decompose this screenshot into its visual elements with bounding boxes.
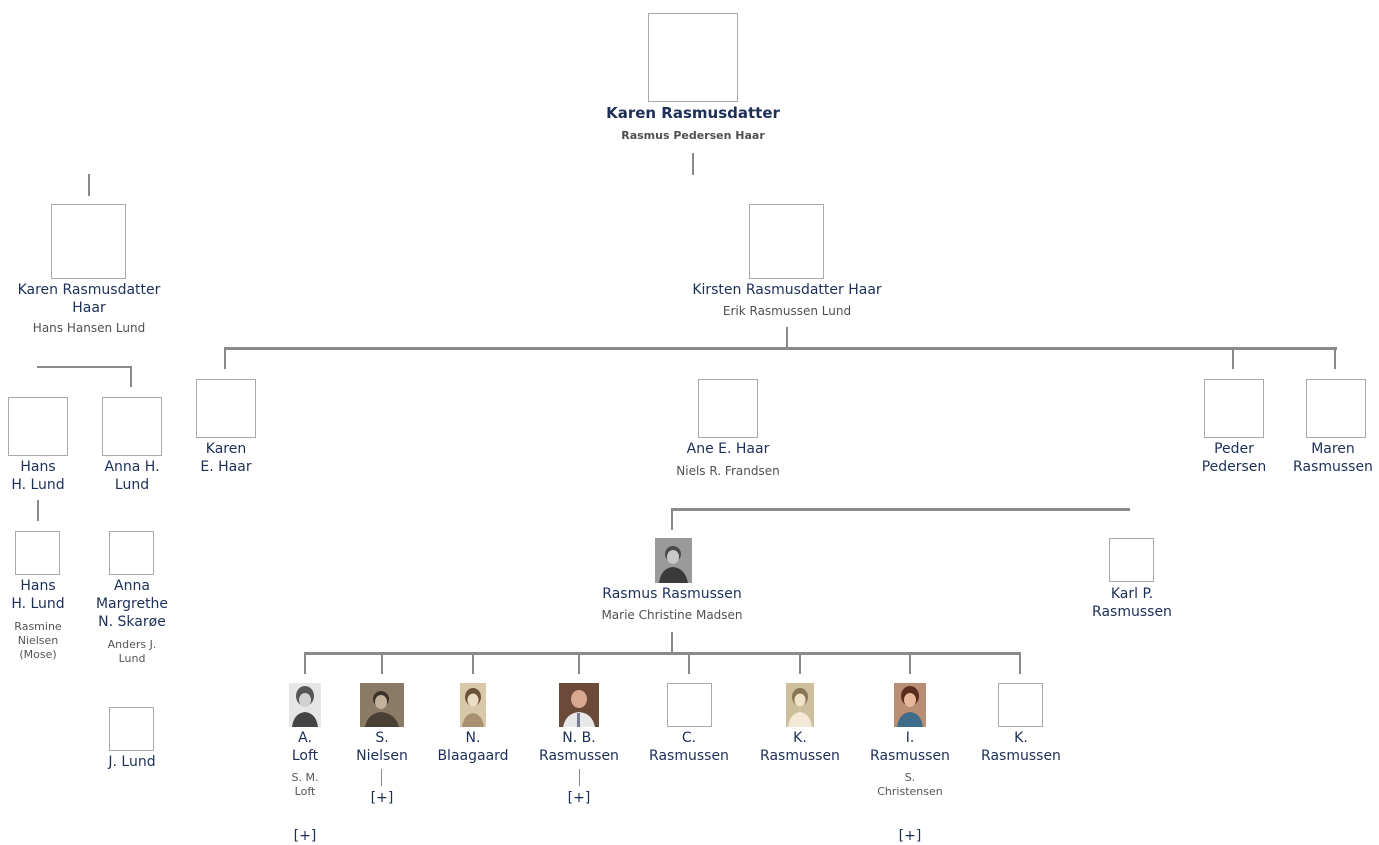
expand-button[interactable]: [+] bbox=[567, 790, 591, 806]
child-photo-placeholder[interactable] bbox=[1306, 379, 1366, 438]
left-person-name[interactable]: Karen Rasmusdatter Haar bbox=[17, 282, 161, 316]
connector-line bbox=[381, 769, 382, 786]
person-name[interactable]: Rasmus Rasmussen bbox=[602, 586, 742, 602]
person-name[interactable]: C. Rasmussen bbox=[649, 730, 729, 764]
connector-line bbox=[1334, 347, 1336, 369]
child-photo-placeholder[interactable] bbox=[1204, 379, 1264, 438]
main-person-name[interactable]: Kirsten Rasmusdatter Haar bbox=[692, 282, 882, 298]
connector-line bbox=[1232, 347, 1234, 369]
main-person-spouse[interactable]: Erik Rasmussen Lund bbox=[722, 304, 852, 318]
expand-button[interactable]: [+] bbox=[293, 828, 317, 844]
left-child-photo-placeholder[interactable] bbox=[102, 397, 162, 456]
main-person-photo-placeholder[interactable] bbox=[749, 204, 824, 279]
left-grandchild-photo-placeholder[interactable] bbox=[15, 531, 60, 575]
root-spouse-name[interactable]: Rasmus Pedersen Haar bbox=[621, 129, 765, 142]
person-name[interactable]: I. Rasmussen bbox=[870, 730, 950, 764]
person-photo[interactable] bbox=[360, 683, 404, 727]
left-grandchild-name[interactable]: J. Lund bbox=[108, 754, 156, 770]
connector-line bbox=[799, 652, 801, 674]
connector-line bbox=[671, 508, 673, 530]
person-photo-placeholder[interactable] bbox=[1109, 538, 1154, 582]
person-spouse[interactable]: Marie Christine Madsen bbox=[601, 608, 743, 622]
connector-line bbox=[304, 652, 306, 674]
person-photo[interactable] bbox=[559, 683, 599, 727]
connector-line bbox=[381, 652, 383, 674]
connector-line bbox=[578, 652, 580, 674]
person-name[interactable]: A. Loft bbox=[291, 730, 319, 764]
left-grandchild-photo-placeholder[interactable] bbox=[109, 531, 154, 575]
root-person-name[interactable]: Karen Rasmusdatter bbox=[606, 104, 780, 122]
root-photo-placeholder[interactable] bbox=[648, 13, 738, 102]
connector-line bbox=[472, 652, 474, 674]
person-spouse[interactable]: S. M. Loft bbox=[291, 771, 319, 798]
child-name[interactable]: Karen E. Haar bbox=[200, 441, 252, 475]
connector-line bbox=[692, 153, 694, 175]
connector-line bbox=[671, 632, 673, 653]
left-grandchild-name[interactable]: Hans H. Lund bbox=[11, 578, 65, 612]
connector-line bbox=[37, 366, 132, 368]
person-name[interactable]: N. Blaagaard bbox=[437, 730, 509, 764]
child-photo-placeholder[interactable] bbox=[196, 379, 256, 438]
connector-line bbox=[1019, 652, 1021, 674]
connector-line bbox=[224, 347, 226, 369]
person-photo[interactable] bbox=[894, 683, 926, 727]
connector-line bbox=[688, 652, 690, 674]
connector-line bbox=[786, 327, 788, 348]
connector-line bbox=[579, 769, 580, 786]
person-name[interactable]: N. B. Rasmussen bbox=[539, 730, 619, 764]
connector-line bbox=[37, 500, 39, 521]
person-spouse[interactable]: S. Christensen bbox=[877, 771, 943, 798]
left-person-spouse[interactable]: Hans Hansen Lund bbox=[32, 321, 146, 335]
child-name[interactable]: Maren Rasmussen bbox=[1293, 441, 1373, 475]
person-name[interactable]: K. Rasmussen bbox=[760, 730, 840, 764]
expand-button[interactable]: [+] bbox=[898, 828, 922, 844]
expand-button[interactable]: [+] bbox=[370, 790, 394, 806]
person-photo[interactable] bbox=[655, 538, 692, 583]
connector-line bbox=[88, 174, 90, 196]
connector-line bbox=[909, 652, 911, 674]
person-photo-placeholder[interactable] bbox=[998, 683, 1043, 727]
left-grandchild-spouse[interactable]: Anders J. Lund bbox=[107, 638, 157, 665]
child-name[interactable]: Ane E. Haar bbox=[686, 441, 770, 457]
connector-line bbox=[224, 347, 1337, 350]
person-name[interactable]: Karl P. Rasmussen bbox=[1092, 586, 1172, 620]
person-photo[interactable] bbox=[289, 683, 321, 727]
left-child-name[interactable]: Anna H. Lund bbox=[104, 459, 160, 493]
left-grandchild-photo-placeholder[interactable] bbox=[109, 707, 154, 751]
child-photo-placeholder[interactable] bbox=[698, 379, 758, 438]
connector-line bbox=[671, 508, 1130, 511]
person-photo[interactable] bbox=[460, 683, 486, 727]
connector-line bbox=[130, 366, 132, 387]
person-name[interactable]: K. Rasmussen bbox=[981, 730, 1061, 764]
child-name[interactable]: Peder Pedersen bbox=[1201, 441, 1267, 475]
person-photo[interactable] bbox=[786, 683, 814, 727]
left-grandchild-spouse[interactable]: Rasmine Nielsen (Mose) bbox=[14, 620, 62, 661]
child-spouse[interactable]: Niels R. Frandsen bbox=[676, 464, 780, 478]
person-photo-placeholder[interactable] bbox=[667, 683, 712, 727]
left-grandchild-name[interactable]: Anna Margrethe N. Skarøe bbox=[95, 578, 169, 630]
person-name[interactable]: S. Nielsen bbox=[356, 730, 408, 764]
left-child-name[interactable]: Hans H. Lund bbox=[11, 459, 65, 493]
left-person-photo-placeholder[interactable] bbox=[51, 204, 126, 279]
left-child-photo-placeholder[interactable] bbox=[8, 397, 68, 456]
connector-line bbox=[304, 652, 1021, 655]
